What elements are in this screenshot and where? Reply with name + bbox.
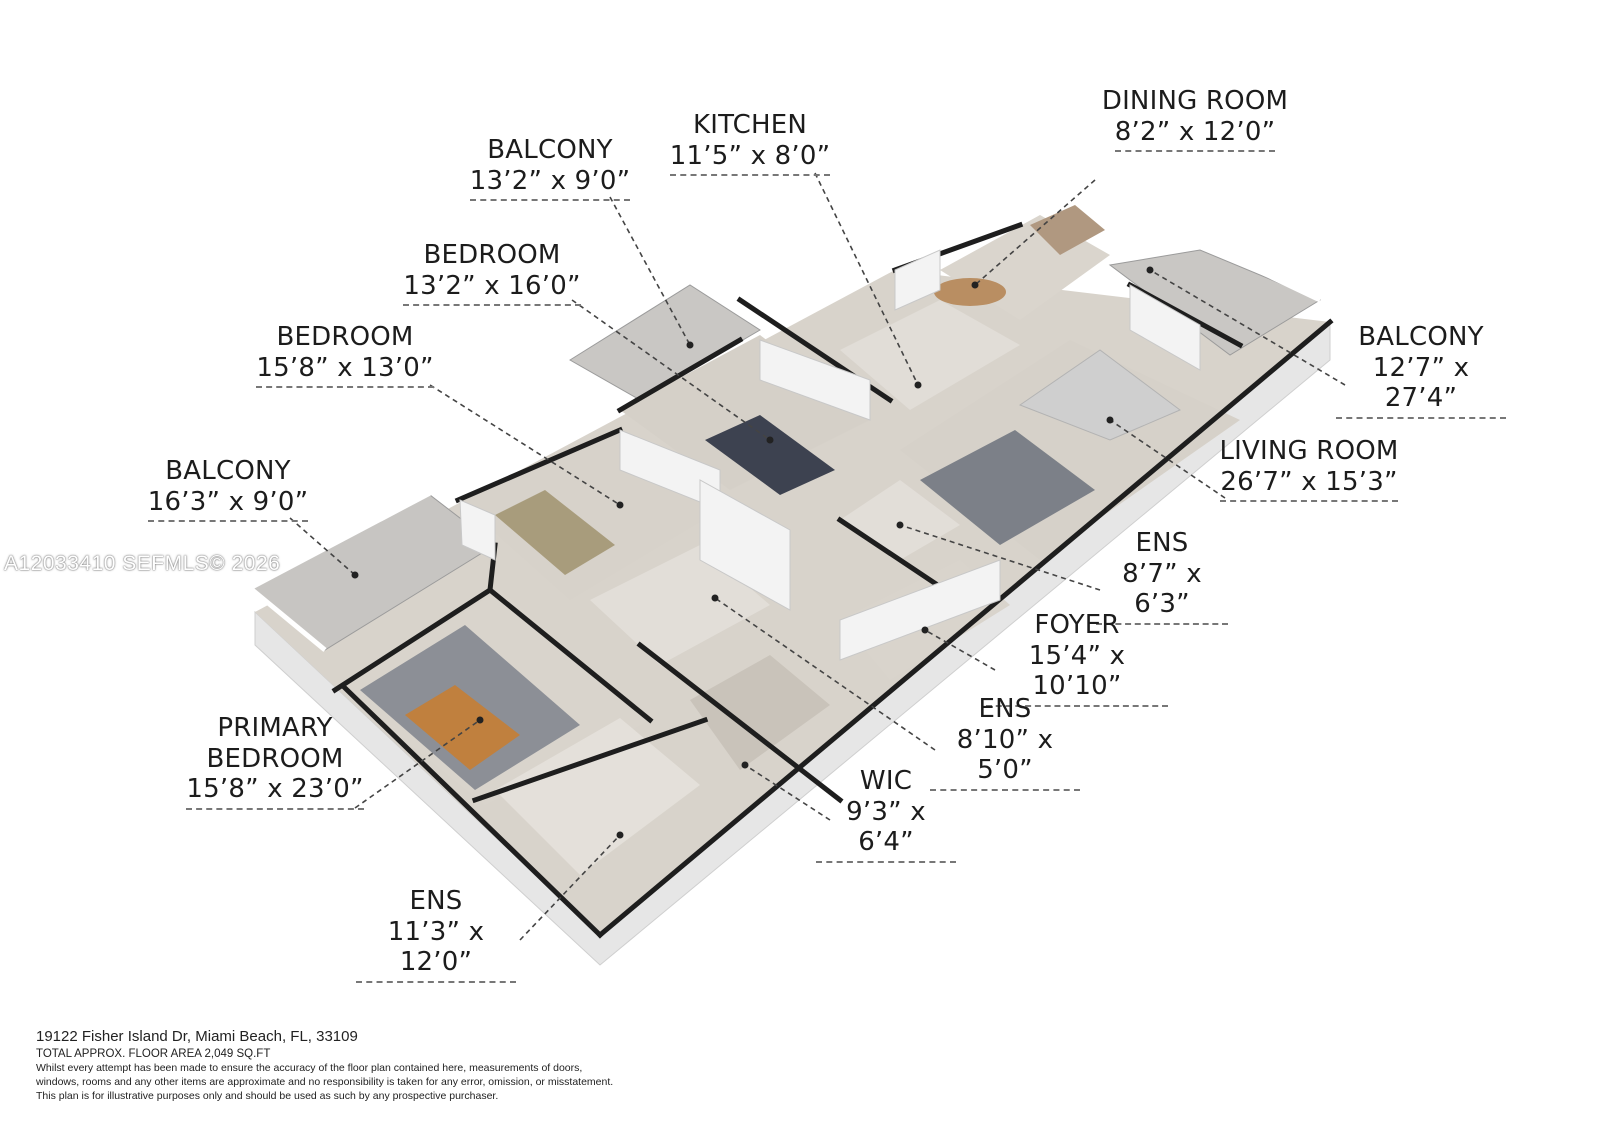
room-dimensions: 8’7” x 6’3” bbox=[1096, 559, 1228, 626]
leader-foyer bbox=[924, 629, 996, 671]
label-bedroom-upper: BEDROOM 13’2” x 16’0” bbox=[400, 240, 584, 307]
leader-balcony-right-dot bbox=[1146, 266, 1154, 274]
label-living-room: LIVING ROOM 26’7” x 15’3” bbox=[1218, 436, 1400, 503]
disclaimer-line: windows, rooms and any other items are a… bbox=[36, 1075, 614, 1088]
room-dimensions: 8’10” x 5’0” bbox=[930, 725, 1080, 792]
room-name: BALCONY bbox=[1358, 322, 1484, 352]
room-dimensions: 16’3” x 9’0” bbox=[147, 487, 309, 523]
leader-kitchen-dot bbox=[914, 381, 922, 389]
leader-lines bbox=[289, 172, 1346, 941]
room-dimensions: 15’4” x 10’10” bbox=[986, 641, 1168, 708]
kitchen-floor bbox=[840, 300, 1020, 410]
label-bedroom-lower: BEDROOM 15’8” x 13’0” bbox=[256, 322, 434, 389]
room-name: BALCONY bbox=[487, 135, 613, 165]
disclaimer-line: Whilst every attempt has been made to en… bbox=[36, 1062, 583, 1074]
leader-kitchen bbox=[814, 172, 919, 386]
leader-bedroom-upper-dot bbox=[766, 436, 774, 444]
leader-balcony-middle-dot bbox=[686, 341, 694, 349]
room-dimensions: 11’5” x 8’0” bbox=[669, 141, 831, 177]
leader-living-room-dot bbox=[1106, 416, 1114, 424]
leader-balcony-left bbox=[289, 517, 356, 576]
room-name: FOYER bbox=[1034, 610, 1120, 640]
room-dimensions: 13’2” x 16’0” bbox=[403, 271, 581, 307]
label-kitchen: KITCHEN 11’5” x 8’0” bbox=[660, 110, 840, 177]
room-name: ENS bbox=[1135, 528, 1189, 558]
bedroom-lower-bed bbox=[495, 490, 615, 575]
mls-watermark: A12033410 SEFMLS© 2026 bbox=[4, 552, 281, 575]
leader-bedroom-lower-dot bbox=[616, 501, 624, 509]
leader-ensuite-upper bbox=[899, 524, 1101, 591]
leader-ensuite-primary bbox=[519, 834, 621, 941]
label-foyer: FOYER 15’4” x 10’10” bbox=[986, 610, 1168, 708]
wall-faces bbox=[459, 249, 1201, 661]
room-dimensions: 12’7” x 27’4” bbox=[1336, 353, 1506, 420]
label-ensuite-primary: ENS 11’3” x 12’0” bbox=[356, 886, 516, 984]
room-dimensions: 26’7” x 15’3” bbox=[1220, 467, 1398, 503]
leader-walk-in-closet bbox=[744, 764, 831, 821]
room-name: ENS bbox=[409, 886, 463, 916]
room-dimensions: 15’8” x 13’0” bbox=[256, 353, 434, 389]
leader-balcony-right bbox=[1149, 269, 1346, 386]
leader-primary-bedroom-dot bbox=[476, 716, 484, 724]
plan-footer: 19122 Fisher Island Dr, Miami Beach, FL,… bbox=[36, 1028, 676, 1104]
leader-balcony-left-dot bbox=[351, 571, 359, 579]
leader-walk-in-closet-dot bbox=[741, 761, 749, 769]
room-name: BEDROOM bbox=[423, 240, 561, 270]
label-balcony-right: BALCONY 12’7” x 27’4” bbox=[1336, 322, 1506, 420]
leader-ensuite-primary-dot bbox=[616, 831, 624, 839]
label-walk-in-closet: WIC 9’3” x 6’4” bbox=[816, 766, 956, 864]
label-ensuite-upper: ENS 8’7” x 6’3” bbox=[1096, 528, 1228, 626]
disclaimer-line: This plan is for illustrative purposes o… bbox=[36, 1089, 499, 1102]
bedroom-upper-bed bbox=[705, 415, 835, 495]
total-floor-area: TOTAL APPROX. FLOOR AREA 2,049 SQ.FT bbox=[36, 1048, 271, 1060]
room-name: LIVING ROOM bbox=[1219, 436, 1399, 466]
balcony-middle-floor bbox=[569, 284, 761, 401]
room-name-line-2: BEDROOM bbox=[206, 743, 344, 774]
label-balcony-left: BALCONY 16’3” x 9’0” bbox=[146, 456, 310, 523]
label-balcony-middle: BALCONY 13’2” x 9’0” bbox=[460, 135, 640, 202]
primary-bed bbox=[405, 685, 520, 770]
label-ensuite-middle: ENS 8’10” x 5’0” bbox=[930, 694, 1080, 792]
room-name-line-1: PRIMARY bbox=[217, 713, 333, 743]
room-dimensions: 8’2” x 12’0” bbox=[1114, 117, 1276, 153]
balcony-left-railing bbox=[248, 490, 432, 652]
ensuite-middle-floor bbox=[590, 545, 770, 665]
label-dining-room: DINING ROOM 8’2” x 12’0” bbox=[1090, 86, 1300, 153]
room-dimensions: 9’3” x 6’4” bbox=[816, 797, 956, 864]
room-name: WIC bbox=[859, 766, 913, 796]
dining-table bbox=[934, 278, 1006, 306]
floor-plan-drawing bbox=[248, 153, 1334, 966]
room-name: DINING ROOM bbox=[1101, 86, 1289, 116]
living-room-rug bbox=[920, 430, 1095, 545]
property-address: 19122 Fisher Island Dr, Miami Beach, FL,… bbox=[36, 1028, 358, 1045]
leader-ensuite-upper-dot bbox=[896, 521, 904, 529]
dining-table-balcony bbox=[1030, 205, 1105, 255]
living-room-sofa bbox=[1018, 349, 1181, 441]
room-dimensions: 13’2” x 9’0” bbox=[469, 166, 631, 202]
room-name: BALCONY bbox=[165, 456, 291, 486]
leader-ensuite-middle-dot bbox=[711, 594, 719, 602]
room-name: BEDROOM bbox=[276, 322, 414, 352]
leader-dining-room-dot bbox=[971, 281, 979, 289]
leader-foyer-dot bbox=[921, 626, 929, 634]
leader-balcony-middle bbox=[609, 196, 691, 346]
room-name: ENS bbox=[978, 694, 1032, 724]
primary-ensuite-floor bbox=[495, 718, 700, 875]
room-name: KITCHEN bbox=[692, 110, 808, 140]
balcony-right-railing bbox=[1058, 153, 1322, 303]
walk-in-closet-floor bbox=[690, 655, 830, 770]
leader-bedroom-upper bbox=[571, 299, 771, 441]
leader-bedroom-lower bbox=[429, 384, 621, 506]
leader-primary-bedroom bbox=[354, 719, 481, 809]
room-dimensions: 11’3” x 12’0” bbox=[356, 917, 516, 984]
label-primary-bedroom: PRIMARY BEDROOM 15’8” x 23’0” bbox=[186, 713, 364, 811]
room-dimensions: 15’8” x 23’0” bbox=[186, 774, 364, 811]
